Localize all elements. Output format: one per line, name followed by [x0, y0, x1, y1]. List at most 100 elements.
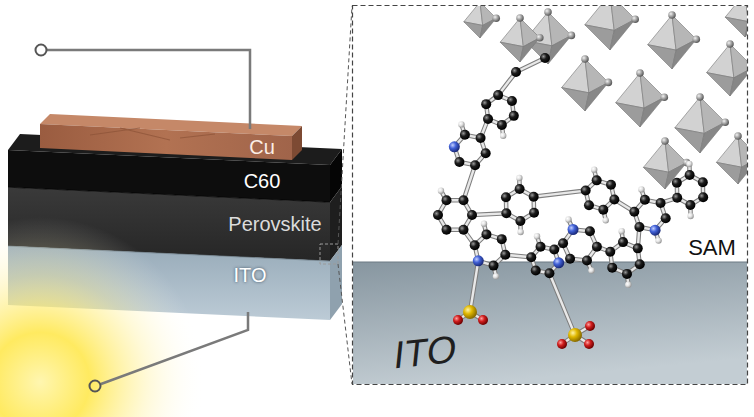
octahedron-face: [716, 136, 741, 167]
octahedron-face: [707, 44, 734, 78]
carbon-atom: [500, 250, 510, 260]
carbon-atom: [656, 198, 666, 208]
octahedron-face: [562, 88, 589, 111]
layer-boundary: [8, 187, 330, 202]
carbon-atom: [698, 177, 708, 187]
carbon-atom: [526, 252, 536, 262]
wire-terminal: [90, 381, 101, 392]
carbon-atom: [640, 195, 650, 205]
bond-outline: [549, 273, 575, 335]
octahedron-face: [640, 97, 664, 127]
bond-outline: [534, 191, 586, 197]
ito-surface-edge: [353, 261, 747, 262]
carbon-atom: [529, 208, 539, 218]
octahedron-face: [672, 15, 696, 50]
hydrogen-atom: [687, 213, 693, 219]
anchor-atom: [568, 328, 582, 342]
cu-electrode-front: [40, 124, 292, 160]
halide-atom: [661, 94, 669, 102]
carbon-atom: [501, 192, 511, 202]
carbon-atom: [470, 160, 480, 170]
carbon-atom: [531, 265, 541, 275]
carbon-atom: [536, 242, 546, 252]
octahedron-face: [738, 136, 747, 167]
hydrogen-atom: [517, 229, 523, 235]
hydrogen-atom: [588, 267, 594, 273]
part-label: SAM: [685, 236, 739, 260]
octahedron-face: [675, 97, 704, 133]
carbon-atom: [515, 216, 525, 226]
carbon-atom: [622, 269, 632, 279]
octahedron-face: [548, 12, 571, 46]
hydrogen-atom: [686, 161, 692, 167]
octahedron-face: [700, 122, 725, 153]
octahedron-face: [648, 15, 676, 50]
carbon-atom: [470, 240, 480, 250]
absorber-layer: Perovskite: [225, 213, 324, 235]
octahedron-face: [745, 6, 747, 22]
anchor-atom: [463, 305, 477, 319]
nitrogen-atom: [449, 141, 460, 152]
zoom-marker: [320, 244, 338, 264]
carbon-atom: [507, 96, 517, 106]
carbon-atom: [629, 207, 639, 217]
bond-outline: [464, 165, 476, 200]
carbon-atom: [592, 175, 602, 185]
carbon-atom: [544, 268, 554, 278]
carbon-atom: [497, 234, 507, 244]
oxygen-atom: [584, 339, 594, 349]
octahedron-face: [716, 162, 741, 184]
octahedron-face: [643, 141, 668, 172]
substrate-surface: ITO: [389, 328, 462, 376]
halide-atom: [581, 55, 589, 63]
carbon-atom: [481, 99, 491, 109]
carbon-atom: [481, 229, 491, 239]
carbon-atom: [606, 180, 616, 190]
carbon-atom: [672, 193, 682, 203]
carbon-atom: [481, 148, 491, 158]
carbon-atom: [529, 192, 539, 202]
octahedron-face: [520, 18, 540, 47]
carbon-atom: [581, 186, 591, 196]
carbon-atom: [442, 225, 452, 235]
hydrogen-atom: [655, 237, 661, 243]
carbon-atom: [607, 263, 617, 273]
octahedron-face: [585, 25, 614, 50]
carbon-atom: [661, 213, 671, 223]
layer-label: ITO: [392, 329, 458, 374]
octahedron-face: [610, 19, 635, 50]
hydrogen-atom: [458, 121, 464, 127]
carbon-atom: [685, 170, 695, 180]
carbon-atom: [565, 254, 575, 264]
nitrogen-atom: [568, 224, 579, 235]
sam-molecules: [433, 53, 708, 349]
halide-atom: [544, 8, 552, 16]
octahedron-face: [585, 82, 608, 111]
octahedron-face: [548, 35, 571, 64]
oxygen-atom: [478, 315, 488, 325]
ito-surface: [353, 262, 747, 384]
nitrogen-atom: [553, 257, 564, 268]
carbon-atom: [635, 259, 645, 269]
ito-layer-side: [330, 245, 342, 320]
zoom-line: [338, 264, 352, 384]
hydrogen-atom: [565, 216, 571, 222]
octahedron-face: [745, 13, 747, 37]
carbon-atom: [497, 120, 507, 130]
carbon-atom: [549, 245, 559, 255]
carbon-atom: [634, 222, 644, 232]
octahedron-face: [643, 167, 668, 189]
bond: [472, 213, 506, 215]
wire-terminal: [36, 45, 47, 56]
octahedron-face: [562, 59, 589, 93]
octahedron-face: [672, 39, 696, 69]
octahedron-face: [464, 22, 483, 38]
carbon-atom: [483, 114, 493, 124]
carbon-atom: [459, 195, 469, 205]
bond: [549, 273, 575, 335]
layer-label: C60: [244, 171, 281, 191]
carbon-atom: [515, 184, 525, 194]
hydrogen-atom: [638, 186, 644, 192]
octahedron-face: [725, 17, 747, 37]
halide-atom: [492, 14, 500, 22]
